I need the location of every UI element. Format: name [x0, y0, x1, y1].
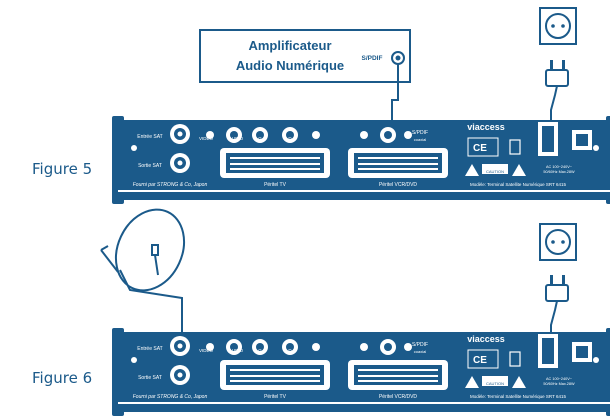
amplifier-port-label: S/PDIF — [362, 55, 383, 62]
power-rating-b2: 50/60Hz Max.28W — [543, 382, 575, 386]
supplier-text-2: Fourni par STRONG & Co, Japon — [133, 394, 208, 400]
label-d-2: D — [288, 348, 292, 353]
supplier-text: Fourni par STRONG & Co, Japon — [133, 182, 208, 188]
figure-5-label: Figure 5 — [32, 160, 93, 178]
figure-5-diagram: Amplificateur Audio Numérique S/PDIF Ent… — [111, 7, 610, 205]
peritel-vcr-label: Péritel VCR/DVD — [379, 182, 417, 188]
label-d: D — [288, 136, 292, 141]
label-video: VIDEO — [199, 136, 214, 141]
caution-label-2: CAUTION — [486, 381, 504, 386]
label-entree-sat: Entrée SAT — [137, 134, 162, 140]
figure-6-label: Figure 6 — [32, 369, 93, 387]
label-audio: AUDIO — [229, 136, 244, 141]
power-rating-2: 50/60Hz Max.28W — [543, 170, 575, 174]
amplifier-box — [199, 29, 411, 83]
amplifier-line2: Audio Numérique — [236, 58, 344, 73]
label-g: G — [258, 136, 262, 141]
peritel-tv-label: Péritel TV — [264, 182, 287, 188]
label-video-2: VIDEO — [199, 348, 214, 353]
label-spdif-2: S/PDIF — [412, 342, 428, 348]
model-label-2: Modèle: Terminal Satellite Numérique SRT… — [470, 394, 567, 399]
power-rating-b: AC 100~240V~ — [546, 377, 573, 381]
label-entree-sat-2: Entrée SAT — [137, 346, 162, 352]
label-g-2: G — [258, 348, 262, 353]
ce-mark: CE — [473, 143, 487, 154]
satellite-dish — [100, 208, 186, 340]
amplifier-line1: Amplificateur — [248, 38, 331, 53]
peritel-vcr-label-2: Péritel VCR/DVD — [379, 394, 417, 400]
label-sortie-sat: Sortie SAT — [138, 163, 162, 169]
label-coaxial-2: coaxial — [414, 349, 427, 354]
caution-label: CAUTION — [486, 169, 504, 174]
figure-6-diagram: Entrée SAT Sortie SAT VIDEO AUDIO G D S/… — [100, 208, 610, 417]
power-rating: AC 100~240V~ — [546, 165, 573, 169]
spdif-cable — [391, 64, 399, 128]
brand-logo: viaccess — [467, 122, 505, 132]
peritel-tv-label-2: Péritel TV — [264, 394, 287, 400]
label-audio-2: AUDIO — [229, 348, 244, 353]
label-coaxial: coaxial — [414, 137, 427, 142]
power-plug-2 — [545, 275, 569, 342]
label-spdif: S/PDIF — [412, 130, 428, 136]
brand-logo-2: viaccess — [467, 334, 505, 344]
receiver-panel-figure-5 — [111, 115, 610, 205]
label-sortie-sat-2: Sortie SAT — [138, 375, 162, 381]
receiver-panel-figure-6 — [111, 327, 610, 417]
model-label: Modèle: Terminal Satellite Numérique SRT… — [470, 182, 567, 187]
ce-mark-2: CE — [473, 355, 487, 366]
